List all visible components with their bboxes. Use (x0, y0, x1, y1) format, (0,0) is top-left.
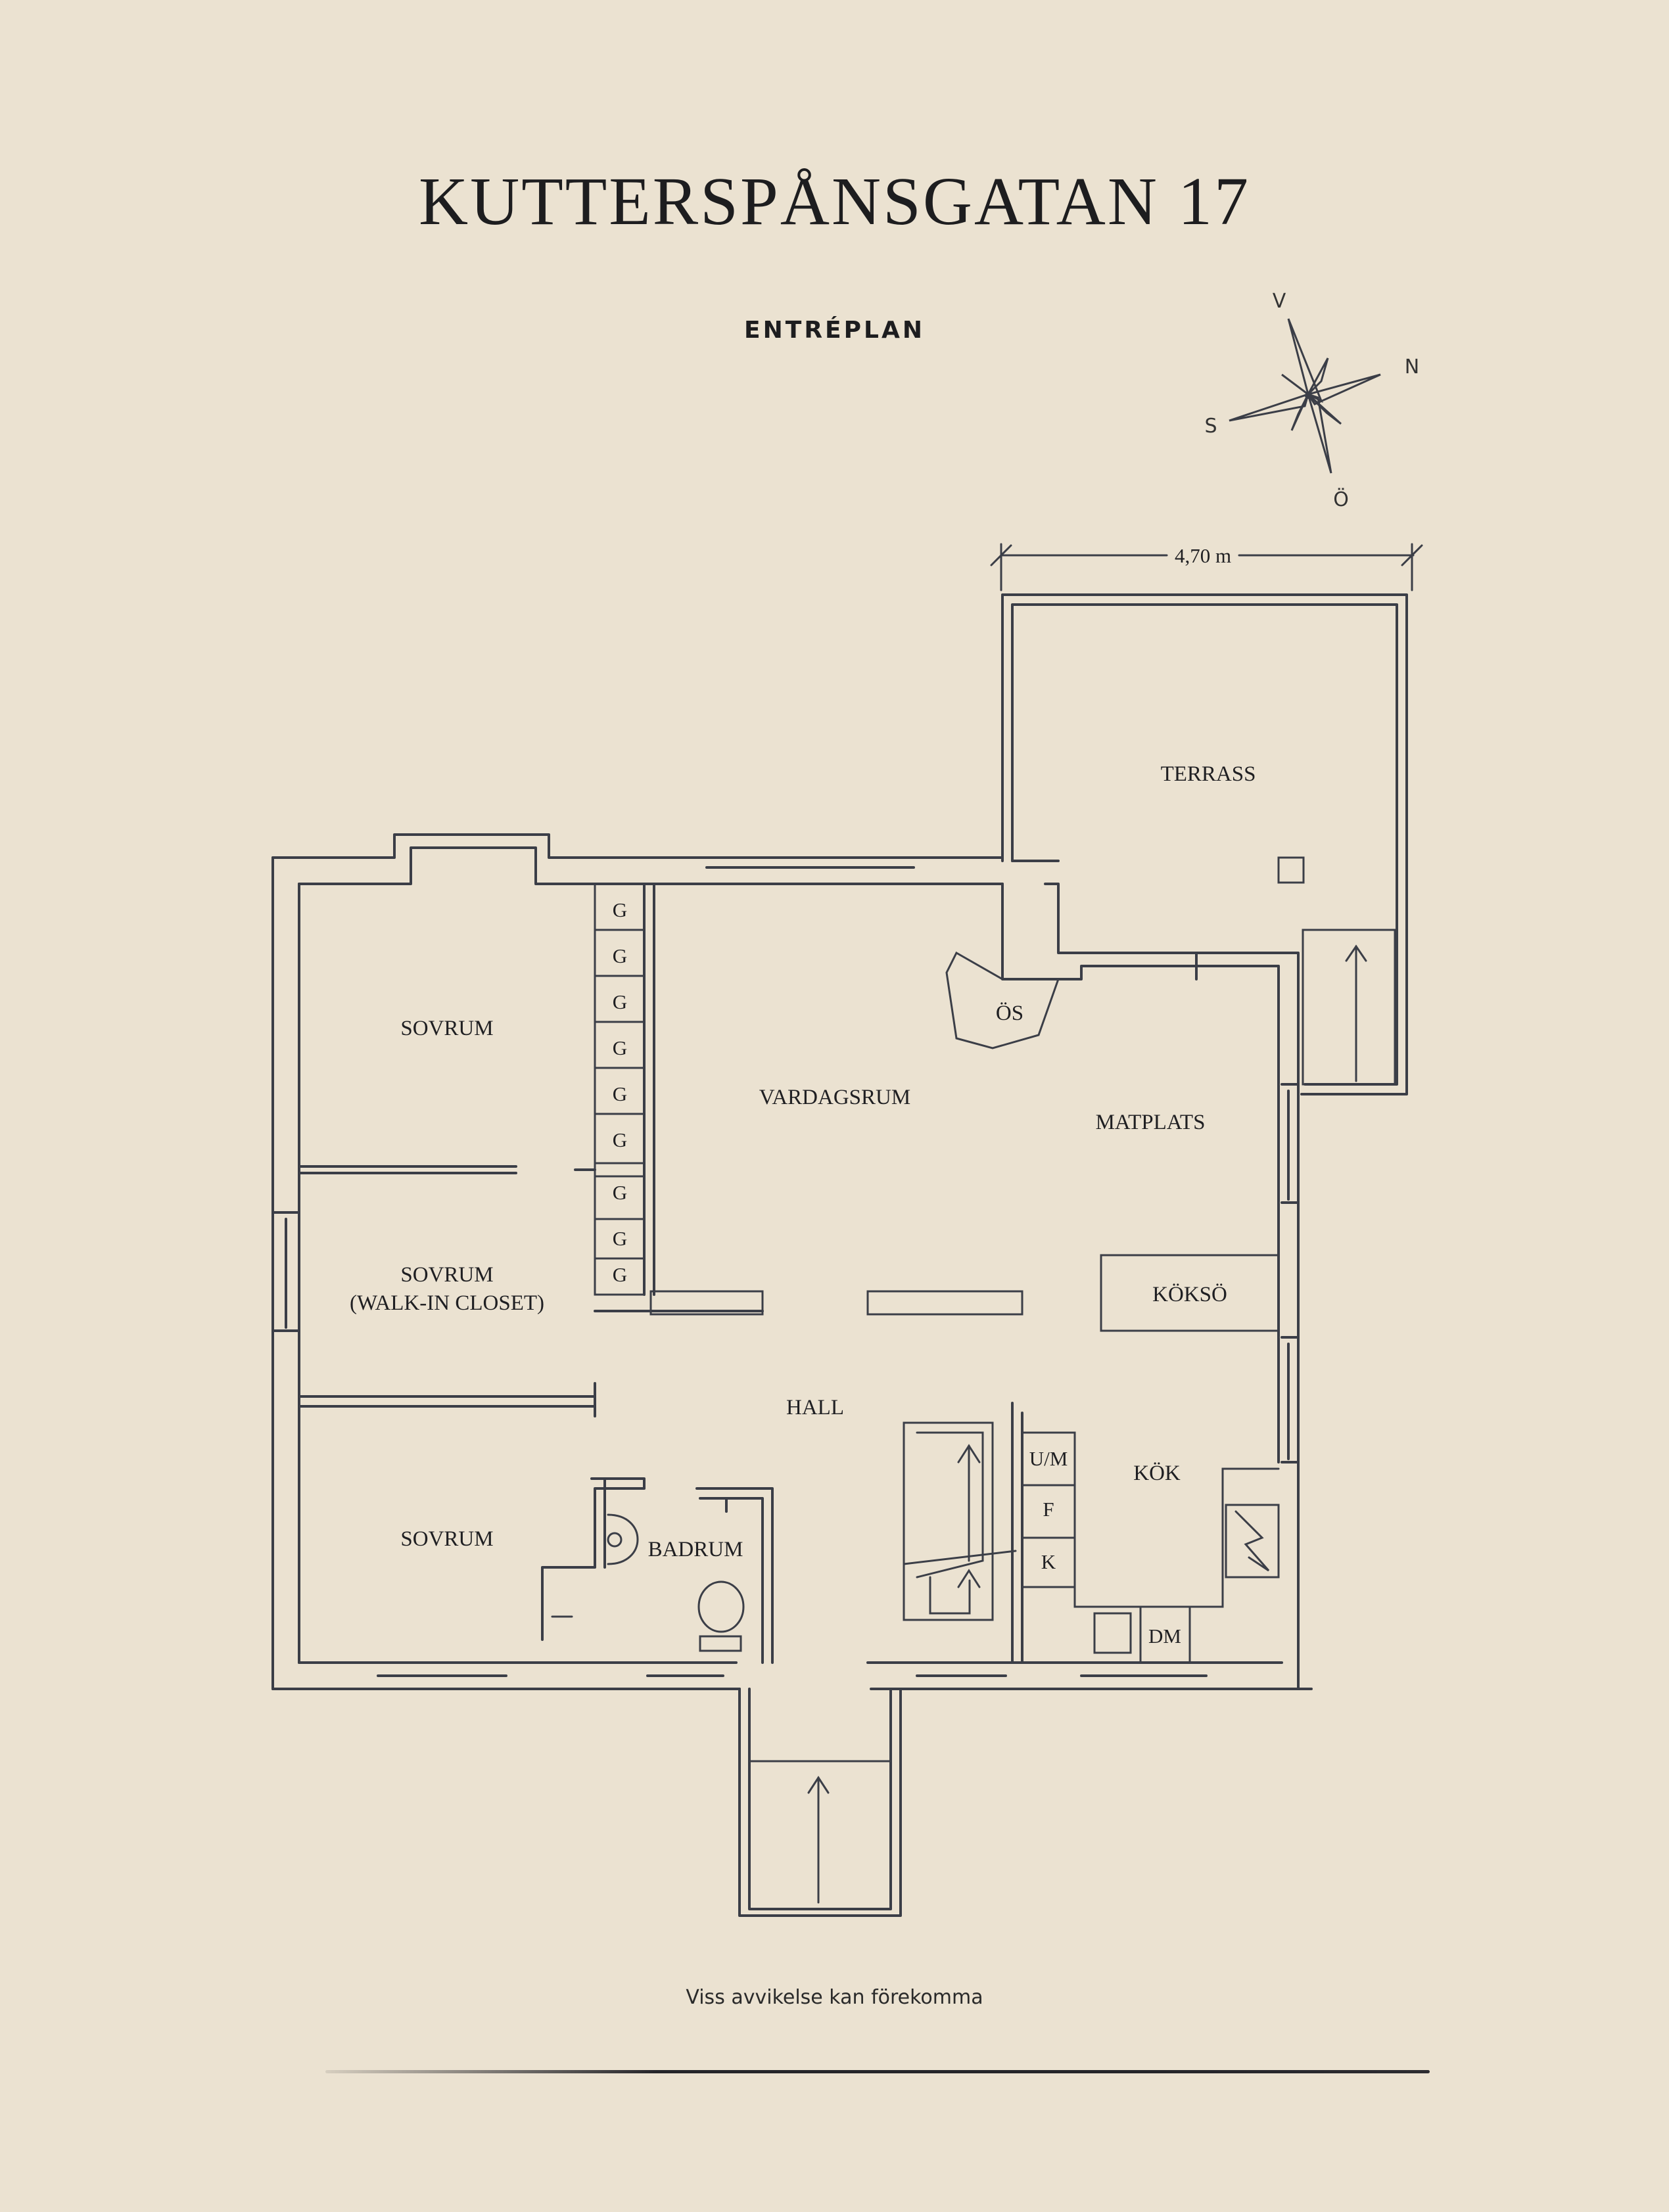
room-os: ÖS (996, 1002, 1023, 1025)
entrance-stairs (738, 1688, 902, 1917)
wardrobe-cells: G G G G G G G G G (594, 898, 646, 1286)
room-kok: KÖK (1133, 1462, 1181, 1485)
dimension-line: 4,70 m (990, 543, 1423, 591)
terrace (1001, 593, 1408, 1095)
compass-o: Ö (1333, 488, 1349, 511)
cabinet-f: F (1043, 1498, 1054, 1521)
wardrobe-g-6: G (613, 1128, 627, 1151)
room-terrass: TERRASS (1161, 762, 1256, 786)
wardrobe-g-9: G (613, 1263, 627, 1286)
dimension-label: 4,70 m (1175, 544, 1231, 567)
cabinet-k: K (1041, 1550, 1056, 1573)
cabinet-um: U/M (1029, 1447, 1068, 1470)
compass-rose-icon: V N S Ö (1204, 290, 1419, 511)
room-sovrum-bottom: SOVRUM (400, 1527, 493, 1551)
compass-n: N (1405, 356, 1419, 379)
room-badrum: BADRUM (648, 1538, 743, 1561)
room-dm: DM (1148, 1624, 1181, 1647)
wardrobe-g-3: G (613, 990, 627, 1013)
wardrobe-g-7: G (613, 1181, 627, 1204)
room-kokso: KÖKSÖ (1152, 1283, 1227, 1306)
room-sovrum-top: SOVRUM (400, 1017, 493, 1040)
exterior-walls (271, 833, 1313, 1690)
wardrobe-g-2: G (613, 944, 627, 967)
room-matplats: MATPLATS (1096, 1111, 1206, 1134)
interior-walls (298, 883, 1280, 1664)
compass-s: S (1204, 415, 1217, 438)
room-hall: HALL (786, 1396, 844, 1419)
wardrobe-g-4: G (613, 1036, 627, 1059)
wardrobe-g-8: G (613, 1227, 627, 1250)
room-walk-in-closet: (WALK-IN CLOSET) (350, 1291, 544, 1315)
floor-subtitle: ENTRÉPLAN (744, 317, 925, 344)
wardrobe-g-1: G (613, 898, 627, 921)
footer-divider (325, 2070, 1430, 2073)
room-vardagsrum: VARDAGSRUM (759, 1086, 910, 1109)
disclaimer-text: Viss avvikelse kan förekomma (686, 1986, 983, 2009)
wardrobe-g-5: G (613, 1082, 627, 1105)
compass-v: V (1273, 290, 1286, 313)
page-title: KUTTERSPÅNSGATAN 17 (419, 164, 1250, 239)
room-sovrum-mid: SOVRUM (400, 1263, 493, 1287)
